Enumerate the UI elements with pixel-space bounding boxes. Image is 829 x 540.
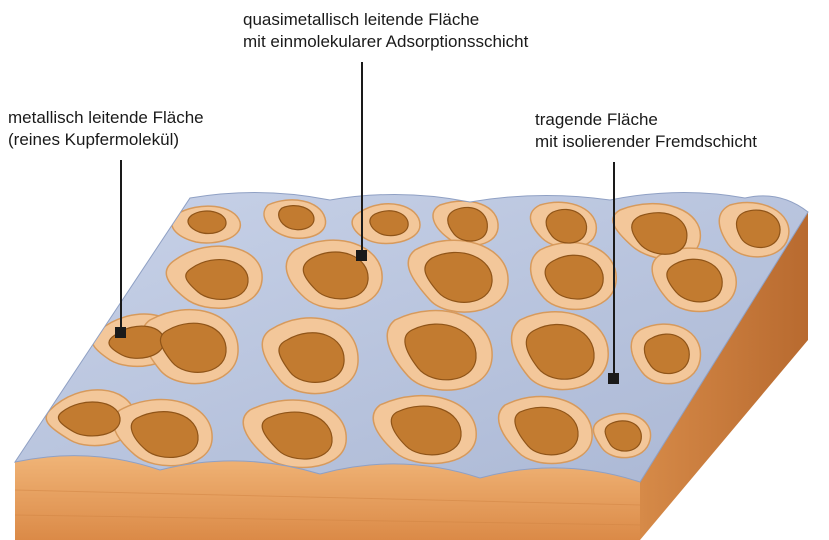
marker-metallic [115, 327, 126, 338]
marker-quasimetallic [356, 250, 367, 261]
marker-bearing [608, 373, 619, 384]
